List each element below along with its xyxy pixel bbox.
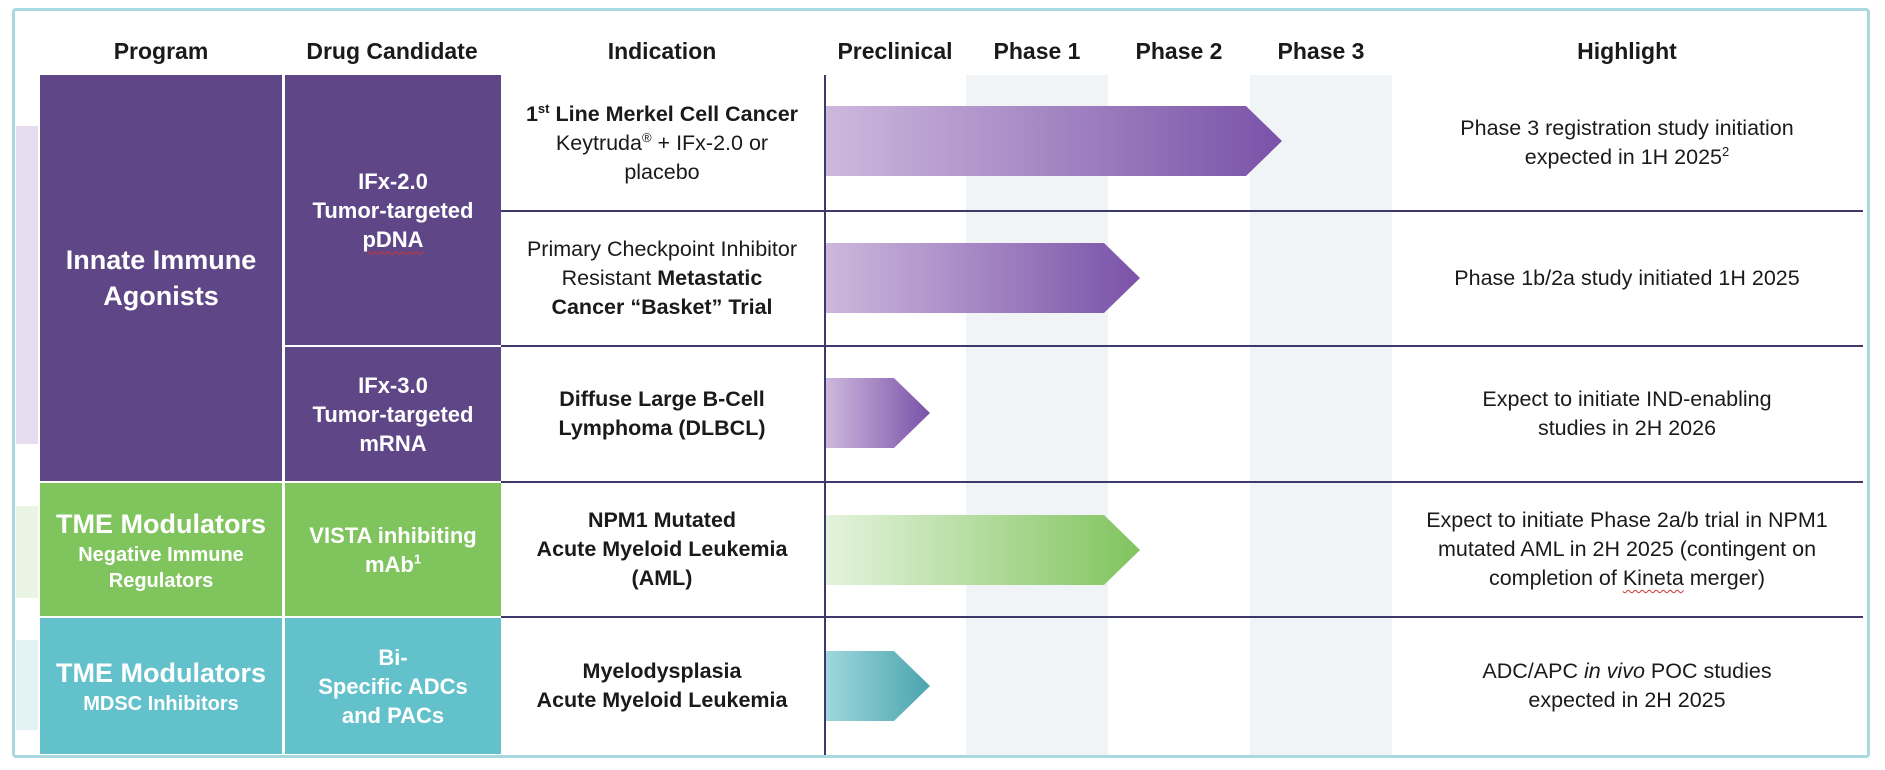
indication-text: Acute Myeloid Leukemia bbox=[536, 537, 788, 561]
drug-label: mAb bbox=[364, 551, 414, 577]
header-indication: Indication bbox=[607, 38, 717, 64]
program-tme-negative-immune: TME Modulators Negative Immune Regulator… bbox=[40, 483, 282, 616]
indication-text: Metastatic bbox=[657, 266, 763, 290]
highlight-row5: ADC/APC in vivo POC studies expected in … bbox=[1392, 618, 1862, 754]
highlight-text: expected in 2H 2025 bbox=[1528, 688, 1726, 712]
indication-text: NPM1 Mutated bbox=[587, 508, 737, 532]
program-tme-mdsc: TME Modulators MDSC Inhibitors bbox=[40, 618, 282, 754]
phase1-band bbox=[966, 75, 1108, 755]
indication-text: Line Merkel Cell Cancer bbox=[549, 101, 799, 126]
indication-text: Myelodysplasia bbox=[582, 659, 742, 683]
indication-sup: st bbox=[537, 100, 550, 116]
drug-vista: VISTA inhibiting mAb1 bbox=[285, 483, 501, 616]
drug-ifx3: IFx-3.0 Tumor-targeted mRNA bbox=[285, 347, 501, 481]
indication-row1: 1st Line Merkel Cell Cancer Keytruda® + … bbox=[501, 76, 823, 210]
timeline-axis bbox=[824, 75, 826, 755]
program-subtitle: MDSC Inhibitors bbox=[83, 693, 239, 715]
highlight-row4: Expect to initiate Phase 2a/b trial in N… bbox=[1392, 483, 1862, 616]
program-side-bar bbox=[16, 126, 38, 444]
highlight-text: POC studies bbox=[1644, 659, 1772, 683]
highlight-text: Phase 3 registration study initiation bbox=[1460, 116, 1794, 140]
indication-text: 1 bbox=[525, 101, 538, 126]
highlight-text: Expect to initiate Phase 2a/b trial in N… bbox=[1426, 508, 1828, 532]
indication-row4: NPM1 Mutated Acute Myeloid Leukemia (AML… bbox=[501, 483, 823, 616]
highlight-text: studies in 2H 2026 bbox=[1537, 416, 1717, 440]
highlight-text: in vivo bbox=[1583, 659, 1645, 683]
header-phase1: Phase 1 bbox=[993, 38, 1081, 64]
progress-arrow-row2 bbox=[826, 243, 1140, 313]
drug-label: Specific ADCs bbox=[318, 673, 468, 699]
progress-arrow-row4 bbox=[826, 515, 1140, 585]
drug-label: mRNA bbox=[359, 430, 427, 456]
highlight-text: Kineta bbox=[1622, 566, 1684, 590]
header-phase2: Phase 2 bbox=[1135, 38, 1223, 64]
program-title: TME Modulators bbox=[56, 658, 266, 688]
header-highlight: Highlight bbox=[1577, 38, 1677, 64]
indication-text: + IFx-2.0 or bbox=[651, 130, 769, 155]
row-divider bbox=[501, 345, 1863, 347]
progress-arrow-row3 bbox=[826, 378, 930, 448]
progress-arrow-row5 bbox=[826, 651, 930, 721]
footnote-marker: 1 bbox=[413, 551, 422, 567]
highlight-text: Phase 1b/2a study initiated 1H 2025 bbox=[1454, 266, 1800, 290]
header-drug-candidate: Drug Candidate bbox=[306, 38, 478, 64]
indication-text: Diffuse Large B-Cell bbox=[559, 387, 765, 411]
drug-label: VISTA inhibiting bbox=[309, 522, 477, 548]
highlight-text: merger) bbox=[1683, 566, 1766, 590]
program-label: Agonists bbox=[103, 281, 219, 311]
row-divider bbox=[501, 616, 1863, 618]
highlight-row2: Phase 1b/2a study initiated 1H 2025 bbox=[1392, 212, 1862, 345]
drug-label: Tumor-targeted bbox=[312, 197, 474, 223]
drug-label: Bi- bbox=[378, 644, 408, 670]
highlight-row3: Expect to initiate IND-enabling studies … bbox=[1392, 347, 1862, 481]
highlight-text: mutated AML in 2H 2025 (contingent on bbox=[1437, 537, 1817, 561]
drug-label: and PACs bbox=[341, 702, 445, 728]
indication-sup: ® bbox=[641, 129, 652, 145]
footnote-marker: 2 bbox=[1722, 143, 1730, 159]
indication-row3: Diffuse Large B-Cell Lymphoma (DLBCL) bbox=[501, 347, 823, 481]
header-program: Program bbox=[113, 38, 209, 64]
indication-text: Primary Checkpoint Inhibitor bbox=[526, 237, 798, 261]
highlight-text: Expect to initiate IND-enabling bbox=[1482, 387, 1772, 411]
program-side-bar bbox=[16, 506, 38, 598]
pipeline-frame bbox=[12, 8, 1870, 758]
program-subtitle: Negative Immune bbox=[78, 543, 244, 566]
progress-arrow-row1 bbox=[826, 106, 1282, 176]
highlight-text: completion of bbox=[1488, 566, 1623, 590]
indication-text: Acute Myeloid Leukemia bbox=[536, 688, 788, 712]
drug-label: IFx-2.0 bbox=[358, 168, 428, 194]
drug-bispecific: Bi- Specific ADCs and PACs bbox=[285, 618, 501, 754]
indication-text: Resistant bbox=[561, 266, 658, 290]
indication-text: Lymphoma (DLBCL) bbox=[558, 416, 766, 440]
drug-label: pDNA bbox=[362, 226, 424, 252]
highlight-text: expected in 1H 2025 bbox=[1524, 145, 1722, 169]
highlight-row1: Phase 3 registration study initiation ex… bbox=[1392, 76, 1862, 210]
indication-text: placebo bbox=[624, 159, 700, 184]
program-title: TME Modulators bbox=[56, 508, 266, 539]
indication-text: Keytruda bbox=[555, 130, 642, 155]
indication-row2: Primary Checkpoint Inhibitor Resistant M… bbox=[501, 212, 823, 345]
program-subtitle: Regulators bbox=[108, 569, 214, 592]
row-divider bbox=[501, 210, 1863, 212]
indication-text: Cancer “Basket” Trial bbox=[551, 295, 773, 319]
program-innate-immune-agonists: Innate Immune Agonists bbox=[40, 75, 282, 481]
row-divider bbox=[501, 481, 1863, 483]
program-label: Innate Immune bbox=[65, 245, 257, 275]
drug-label: Tumor-targeted bbox=[312, 401, 474, 427]
program-side-bar bbox=[16, 640, 38, 730]
phase3-band bbox=[1250, 75, 1392, 755]
drug-ifx2: IFx-2.0 Tumor-targeted pDNA bbox=[285, 75, 501, 345]
indication-row5: Myelodysplasia Acute Myeloid Leukemia bbox=[501, 618, 823, 754]
header-phase3: Phase 3 bbox=[1277, 38, 1365, 64]
highlight-text: ADC/APC bbox=[1482, 659, 1584, 683]
header-preclinical: Preclinical bbox=[837, 38, 953, 64]
indication-text: (AML) bbox=[631, 566, 693, 590]
drug-label: IFx-3.0 bbox=[358, 372, 428, 398]
